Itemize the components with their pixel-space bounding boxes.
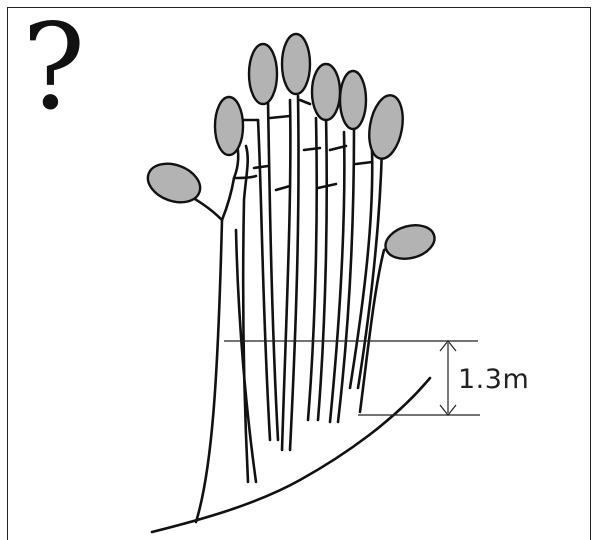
- stem-2: [258, 100, 278, 440]
- crown-2: [249, 44, 277, 104]
- ground-line: [152, 378, 430, 532]
- crown-4: [312, 64, 340, 120]
- crown-3: [282, 34, 310, 94]
- trunk-left-edge: [178, 190, 222, 522]
- stem-4: [308, 116, 327, 420]
- crown-far-right: [382, 220, 439, 264]
- stem-3: [282, 96, 299, 450]
- crown-1: [215, 97, 243, 155]
- stem-1: [236, 146, 256, 482]
- crown-5: [340, 71, 366, 129]
- crown-far-left: [142, 157, 205, 209]
- crown-6: [365, 93, 408, 162]
- branch-left-twig: [234, 176, 256, 178]
- measurement-label: 1.3m: [458, 364, 529, 395]
